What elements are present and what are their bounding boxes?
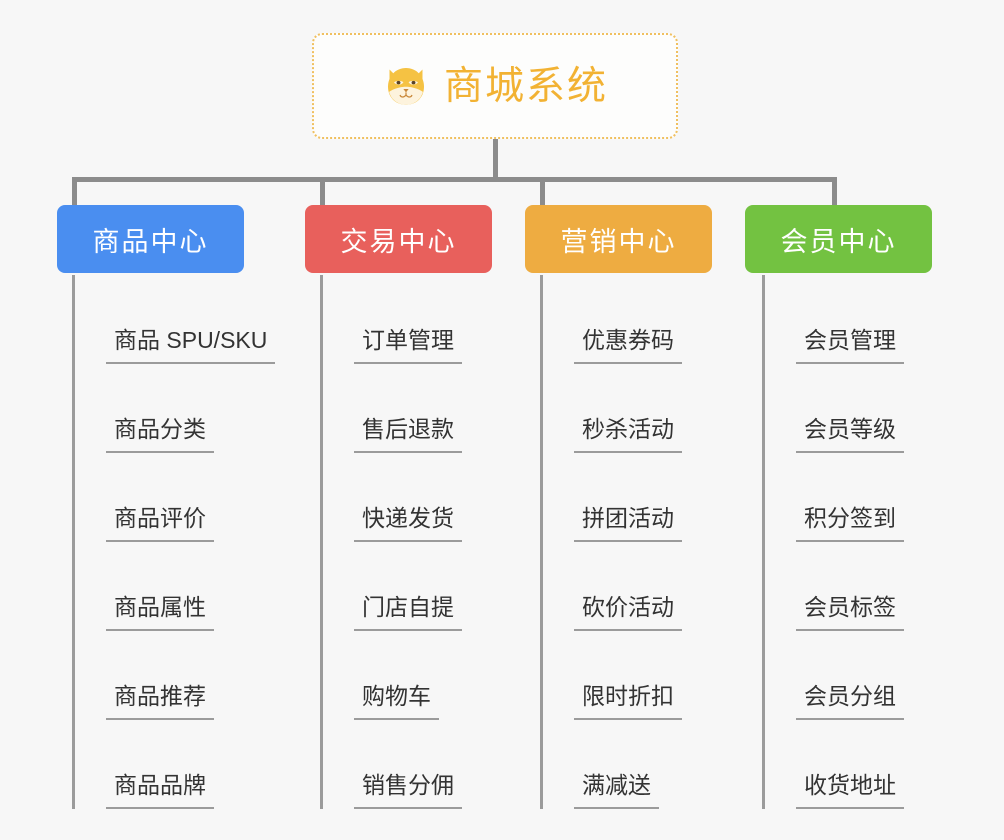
list-item[interactable]: 积分签到 — [762, 453, 904, 542]
list-item[interactable]: 商品推荐 — [72, 631, 275, 720]
list-item[interactable]: 会员等级 — [762, 364, 904, 453]
list-item[interactable]: 商品 SPU/SKU — [72, 275, 276, 364]
list-item-label: 秒杀活动 — [574, 415, 682, 453]
list-item-label: 积分签到 — [796, 504, 904, 542]
list-item-label: 砍价活动 — [574, 593, 682, 631]
list-item-label: 销售分佣 — [354, 771, 462, 809]
list-item[interactable]: 商品评价 — [72, 453, 275, 542]
column-spine — [72, 275, 75, 809]
list-item[interactable]: 销售分佣 — [320, 720, 462, 809]
category-header-marketing[interactable]: 营销中心 — [525, 205, 712, 273]
list-item-label: 订单管理 — [354, 326, 462, 364]
list-item[interactable]: 商品品牌 — [72, 720, 275, 809]
list-item[interactable]: 秒杀活动 — [540, 364, 682, 453]
list-item[interactable]: 会员标签 — [762, 542, 904, 631]
category-header-label: 营销中心 — [560, 226, 677, 257]
category-header-label: 交易中心 — [340, 226, 457, 257]
list-item[interactable]: 快递发货 — [320, 453, 462, 542]
connector-horizontal-bus — [72, 177, 837, 182]
list-item[interactable]: 商品属性 — [72, 542, 275, 631]
list-item[interactable]: 拼团活动 — [540, 453, 682, 542]
list-item-label: 会员等级 — [796, 415, 904, 453]
category-header-label: 会员中心 — [780, 226, 897, 257]
list-item-label: 快递发货 — [354, 504, 462, 542]
category-header-member[interactable]: 会员中心 — [745, 205, 932, 273]
list-item-label: 满减送 — [574, 771, 659, 809]
list-item-label: 购物车 — [354, 682, 439, 720]
shiba-dog-icon — [387, 68, 424, 105]
list-item[interactable]: 门店自提 — [320, 542, 462, 631]
list-item-label: 会员标签 — [796, 593, 904, 631]
list-item-label: 商品推荐 — [106, 682, 214, 720]
column-product: 商品 SPU/SKU 商品分类 商品评价 商品属性 商品推荐 商品品牌 — [72, 275, 276, 809]
list-item-label: 收货地址 — [796, 771, 904, 809]
list-item[interactable]: 满减送 — [540, 720, 682, 809]
list-item-label: 售后退款 — [354, 415, 462, 453]
list-item-label: 拼团活动 — [574, 504, 682, 542]
column-member: 会员管理 会员等级 积分签到 会员标签 会员分组 收货地址 — [762, 275, 904, 809]
column-trade: 订单管理 售后退款 快递发货 门店自提 购物车 销售分佣 — [320, 275, 462, 809]
connector-drop-2 — [320, 177, 325, 205]
list-item[interactable]: 限时折扣 — [540, 631, 682, 720]
list-item[interactable]: 收货地址 — [762, 720, 904, 809]
category-header-trade[interactable]: 交易中心 — [305, 205, 492, 273]
list-item-label: 会员管理 — [796, 326, 904, 364]
list-item-label: 优惠券码 — [574, 326, 682, 364]
list-item-label: 商品评价 — [106, 504, 214, 542]
list-item-label: 限时折扣 — [574, 682, 682, 720]
root-node[interactable]: 商城系统 — [312, 33, 678, 139]
column-spine — [320, 275, 323, 809]
list-item[interactable]: 优惠券码 — [540, 275, 682, 364]
list-item-label: 商品 SPU/SKU — [106, 326, 276, 364]
root-node-label: 商城系统 — [443, 64, 608, 108]
column-spine — [540, 275, 543, 809]
list-item-label: 商品属性 — [106, 593, 214, 631]
list-item[interactable]: 会员管理 — [762, 275, 904, 364]
category-header-product[interactable]: 商品中心 — [57, 205, 244, 273]
list-item-label: 门店自提 — [354, 593, 462, 631]
connector-root-stem — [493, 139, 498, 177]
column-spine — [762, 275, 765, 809]
list-item-label: 会员分组 — [796, 682, 904, 720]
connector-drop-4 — [832, 177, 837, 205]
list-item[interactable]: 订单管理 — [320, 275, 462, 364]
list-item[interactable]: 砍价活动 — [540, 542, 682, 631]
category-header-label: 商品中心 — [92, 226, 209, 257]
list-item[interactable]: 购物车 — [320, 631, 462, 720]
list-item[interactable]: 售后退款 — [320, 364, 462, 453]
list-item-label: 商品分类 — [106, 415, 214, 453]
connector-drop-1 — [72, 177, 77, 205]
connector-drop-3 — [540, 177, 545, 205]
list-item-label: 商品品牌 — [106, 771, 214, 809]
list-item[interactable]: 会员分组 — [762, 631, 904, 720]
list-item[interactable]: 商品分类 — [72, 364, 275, 453]
column-marketing: 优惠券码 秒杀活动 拼团活动 砍价活动 限时折扣 满减送 — [540, 275, 682, 809]
